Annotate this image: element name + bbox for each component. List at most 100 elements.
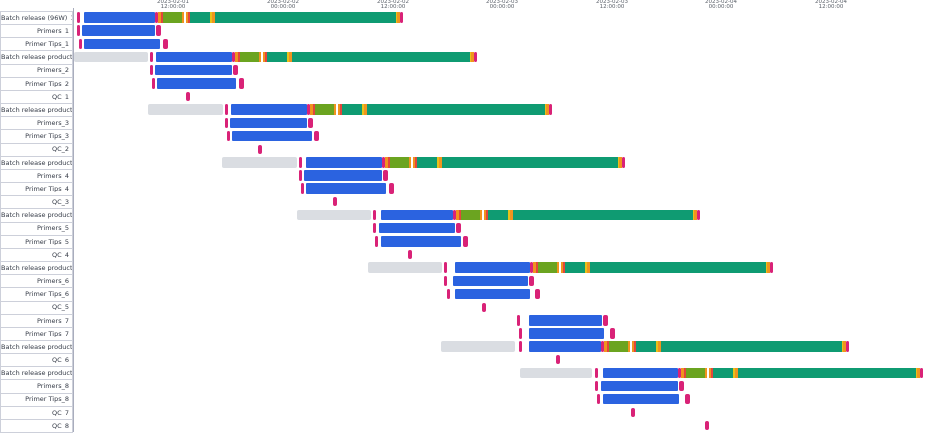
bar-segment-red[interactable] [563,262,565,273]
bar-segment-yellow[interactable] [618,157,619,168]
bar-segment-teal[interactable] [292,51,470,63]
bar-segment-white[interactable] [376,222,379,234]
bar-segment-orange[interactable] [658,341,661,352]
milestone-marker[interactable] [333,197,337,207]
bar-segment-yellow[interactable] [766,262,767,273]
bar-segment-pink[interactable] [770,262,773,273]
milestone-marker[interactable] [705,421,709,431]
bar-segment-orange[interactable] [259,51,261,63]
bar-segment-red[interactable] [313,104,315,115]
bar-segment-orange[interactable] [364,104,367,115]
bar-segment-teal[interactable] [417,157,437,168]
bar-segment-teal[interactable] [488,209,508,221]
bar-segment-orange[interactable] [289,51,292,63]
bar-segment-orange[interactable] [510,209,513,221]
bar-segment-pink[interactable] [601,341,604,352]
bar-segment-orange[interactable] [557,262,559,273]
bar-segment-yellow[interactable] [733,367,735,379]
bar-segment-pink[interactable] [232,51,235,63]
bar-segment-blue[interactable] [304,170,382,181]
bar-segment-pink[interactable] [447,288,450,300]
bar-segment-pink[interactable] [444,275,447,287]
bar-segment-pink[interactable] [239,78,244,89]
bar-segment-yellow[interactable] [287,51,289,63]
bar-segment-grey[interactable] [441,341,515,352]
bar-segment-orange[interactable] [456,209,459,221]
bar-segment-white[interactable] [80,25,82,36]
bar-segment-grey[interactable] [297,209,371,221]
bar-segment-orange[interactable] [604,341,607,352]
bar-segment-blue[interactable] [603,367,678,379]
bar-segment-pink[interactable] [225,117,228,129]
bar-segment-pink[interactable] [299,157,302,168]
bar-segment-pink[interactable] [163,38,168,50]
milestone-marker[interactable] [631,407,635,417]
bar-segment-white[interactable] [411,157,413,168]
bar-segment-white[interactable] [376,209,381,221]
bar-segment-pink[interactable] [375,236,378,247]
bar-segment-pink[interactable] [299,170,302,181]
bar-segment-white[interactable] [82,38,84,50]
bar-segment-pink[interactable] [517,314,520,326]
bar-segment-white[interactable] [600,393,603,405]
bar-segment-white[interactable] [530,288,535,300]
bar-segment-white[interactable] [461,236,463,247]
bar-segment-white[interactable] [522,341,529,352]
bar-segment-teal[interactable] [342,104,362,115]
bar-segment-red[interactable] [265,51,267,63]
bar-segment-orange[interactable] [694,209,697,221]
bar-segment-pink[interactable] [156,25,161,36]
bar-segment-blue[interactable] [156,51,232,63]
bar-segment-white[interactable] [153,64,155,76]
bar-segment-white[interactable] [378,236,381,247]
bar-segment-orange[interactable] [484,209,486,221]
bar-segment-red[interactable] [238,51,240,63]
bar-segment-orange[interactable] [767,262,770,273]
bar-segment-red[interactable] [415,157,417,168]
bar-segment-white[interactable] [386,183,389,194]
bar-segment-orange[interactable] [619,157,622,168]
bar-segment-teal[interactable] [738,367,916,379]
bar-segment-orange[interactable] [385,157,388,168]
bar-segment-pink[interactable] [595,367,598,379]
bar-segment-yellow[interactable] [362,104,364,115]
bar-segment-grey[interactable] [148,104,223,115]
bar-segment-orange[interactable] [471,51,474,63]
bar-segment-white[interactable] [80,12,84,23]
bar-segment-blue[interactable] [453,275,528,287]
bar-segment-red[interactable] [634,341,636,352]
bar-segment-blue[interactable] [306,183,386,194]
bar-segment-orange[interactable] [263,51,265,63]
bar-segment-white[interactable] [559,262,561,273]
bar-segment-white[interactable] [522,328,529,339]
bar-segment-white[interactable] [447,275,453,287]
bar-segment-blue[interactable] [381,236,461,247]
bar-segment-pink[interactable] [225,104,228,115]
bar-segment-orange[interactable] [397,12,400,23]
bar-segment-pink[interactable] [308,117,313,129]
bar-segment-pink[interactable] [474,51,477,63]
bar-segment-yellow[interactable] [210,12,212,23]
bar-segment-pink[interactable] [400,12,403,23]
bar-segment-pink[interactable] [610,328,615,339]
bar-segment-olive[interactable] [686,367,705,379]
bar-segment-pink[interactable] [444,262,447,273]
bar-segment-pink[interactable] [622,157,625,168]
bar-segment-pink[interactable] [597,393,600,405]
bar-segment-white[interactable] [312,130,314,142]
bar-segment-white[interactable] [598,367,603,379]
bar-segment-blue[interactable] [529,328,604,339]
bar-segment-white[interactable] [604,328,610,339]
bar-segment-white[interactable] [679,393,685,405]
bar-segment-olive[interactable] [538,262,557,273]
bar-segment-yellow[interactable] [916,367,917,379]
bar-segment-pink[interactable] [314,130,319,142]
bar-segment-teal[interactable] [513,209,693,221]
bar-segment-grey[interactable] [74,51,148,63]
bar-segment-blue[interactable] [603,393,679,405]
bar-segment-blue[interactable] [601,380,678,392]
bar-segment-pink[interactable] [373,209,376,221]
bar-segment-pink[interactable] [846,341,849,352]
bar-segment-teal[interactable] [636,341,656,352]
bar-segment-red[interactable] [607,341,609,352]
